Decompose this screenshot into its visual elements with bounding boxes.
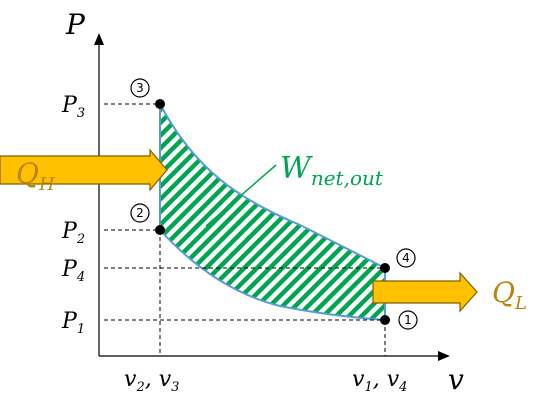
svg-text:4: 4 bbox=[402, 251, 410, 265]
compression-curve bbox=[159, 229, 386, 321]
svg-text:2: 2 bbox=[136, 206, 144, 220]
state-point-4 bbox=[380, 263, 390, 273]
state-point-3 bbox=[155, 99, 165, 109]
v1-v4-label: v1, v4 bbox=[352, 367, 407, 395]
state-point-1 bbox=[380, 315, 390, 325]
work-leader-line bbox=[205, 164, 277, 227]
heat-in-label: QH bbox=[16, 157, 55, 195]
y-axis-label: P bbox=[65, 8, 86, 41]
state-point-2 bbox=[155, 225, 165, 235]
heat-out-label: QL bbox=[492, 276, 527, 314]
pressure-labels: P3 P2 P4 P1 bbox=[61, 93, 85, 337]
state-2-marker: 2 bbox=[130, 203, 150, 223]
expansion-curve bbox=[159, 103, 386, 269]
state-4-marker: 4 bbox=[396, 248, 416, 268]
net-work-label: Wnet,out bbox=[280, 151, 384, 190]
p2-label: P2 bbox=[61, 219, 85, 247]
heat-out-arrow-icon bbox=[372, 271, 478, 313]
p3-label: P3 bbox=[61, 93, 85, 121]
state-3-marker: 3 bbox=[130, 78, 150, 98]
p1-label: P1 bbox=[61, 309, 85, 337]
heat-in-arrow-icon bbox=[0, 148, 168, 192]
p4-label: P4 bbox=[61, 257, 85, 285]
v2-v3-label: v2, v3 bbox=[124, 367, 179, 395]
y-axis-arrow bbox=[94, 33, 104, 45]
net-work-area bbox=[160, 104, 385, 320]
svg-text:1: 1 bbox=[404, 313, 412, 327]
x-axis-label: v bbox=[448, 363, 464, 396]
x-axis-arrow bbox=[438, 351, 450, 361]
svg-text:3: 3 bbox=[136, 81, 144, 95]
state-1-marker: 1 bbox=[398, 310, 418, 330]
